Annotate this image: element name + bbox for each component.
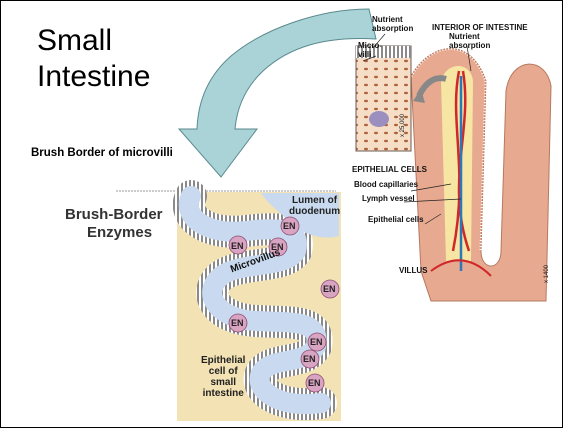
epithelial-cell-label-line-4: intestine bbox=[201, 388, 245, 399]
lumen-label-line-1: Lumen of bbox=[289, 195, 340, 206]
epithelial-cell-label-line-3: small bbox=[201, 377, 245, 388]
curved-arrow bbox=[179, 9, 376, 177]
interior-of-intestine-title: INTERIOR OF INTESTINE bbox=[432, 23, 528, 32]
microvilli-label: Micro- villi bbox=[358, 41, 382, 59]
epithelial-cells-small-label: Epithelial cells bbox=[368, 215, 424, 224]
cell-nucleus bbox=[369, 111, 389, 127]
enzyme-tag: EN bbox=[231, 318, 244, 328]
enzyme-tag: EN bbox=[310, 337, 323, 347]
epithelial-cells-label: EPITHELIAL CELLS bbox=[352, 165, 427, 174]
brush-border-label: Brush Border of microvilli bbox=[31, 147, 173, 159]
microvilli-label-line-1: Micro- bbox=[358, 41, 382, 50]
enzyme-heading-line-1: Brush-Border bbox=[65, 206, 163, 224]
nutrient-right-line-2: absorption bbox=[449, 41, 490, 50]
title-line-2: Intestine bbox=[37, 59, 197, 95]
lumen-label: Lumen of duodenum bbox=[289, 195, 340, 217]
enzyme-tag: EN bbox=[271, 242, 284, 252]
nutrient-right-line-1: Nutrient bbox=[449, 32, 490, 41]
lymph-vessel-label: Lymph vessel bbox=[362, 194, 415, 203]
lumen-label-line-2: duodenum bbox=[289, 206, 340, 217]
villus-label: VILLUS bbox=[399, 266, 427, 275]
epithelial-cell-label-line-1: Epithelial bbox=[201, 355, 245, 366]
title-line-1: Small bbox=[37, 23, 197, 59]
microvilli-label-line-2: villi bbox=[358, 50, 382, 59]
enzyme-heading-line-2: Enzymes bbox=[65, 224, 163, 242]
nutrient-absorption-right: Nutrient absorption bbox=[449, 32, 490, 50]
epithelial-cell-label: Epithelial cell of small intestine bbox=[201, 355, 245, 399]
nutrient-top-line-2: absorption bbox=[372, 24, 413, 33]
nutrient-top-line-1: Nutrient bbox=[372, 15, 413, 24]
enzyme-tag: EN bbox=[323, 284, 336, 294]
villus-tissue bbox=[411, 49, 551, 302]
enzyme-tag: EN bbox=[303, 354, 316, 364]
blood-capillaries-label: Blood capillaries bbox=[354, 180, 418, 189]
nutrient-absorption-top: Nutrient absorption bbox=[372, 15, 413, 33]
slide-title: Small Intestine bbox=[37, 23, 197, 95]
magnification-2: x 1400 bbox=[543, 265, 552, 283]
enzyme-heading: Brush-Border Enzymes bbox=[65, 206, 163, 242]
epithelial-cell-label-line-2: cell of bbox=[201, 366, 245, 377]
enzyme-tag: EN bbox=[308, 378, 321, 388]
enzyme-tag: EN bbox=[231, 241, 244, 251]
magnification-1: x 25,000 bbox=[399, 114, 408, 137]
enzyme-tag: EN bbox=[283, 221, 296, 231]
